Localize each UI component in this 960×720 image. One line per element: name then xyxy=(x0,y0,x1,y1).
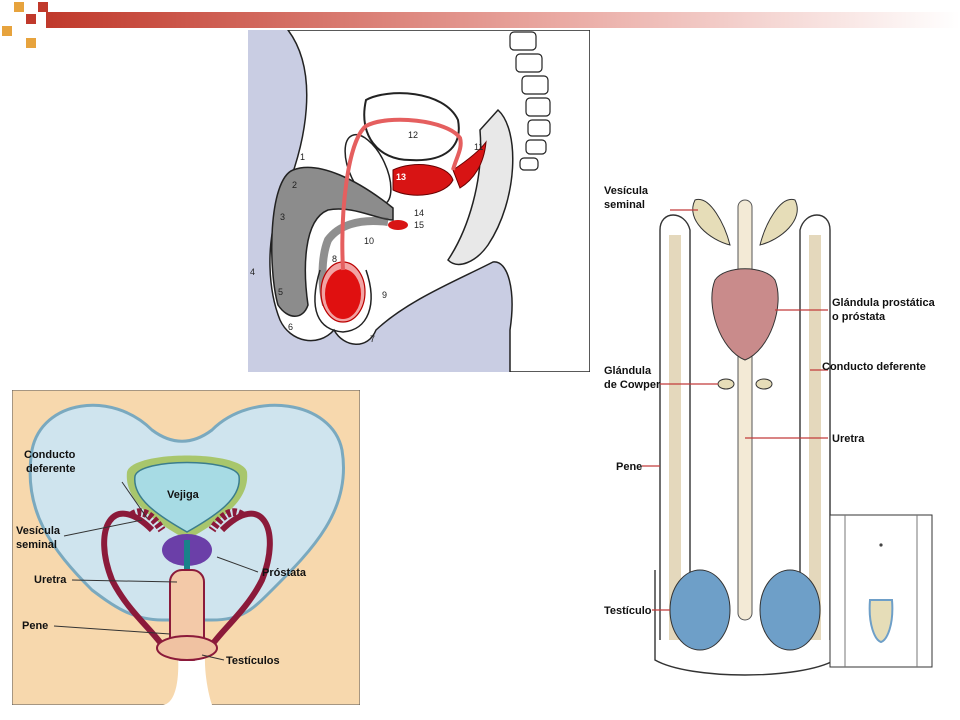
number-10: 10 xyxy=(364,236,374,246)
label-testiculo: Testículo xyxy=(604,605,652,617)
number-13: 13 xyxy=(396,172,406,182)
number-3: 3 xyxy=(280,212,285,222)
number-15: 15 xyxy=(414,220,424,230)
vas-deferens-loop xyxy=(340,117,463,271)
logo-square-3 xyxy=(2,26,12,36)
bladder xyxy=(134,461,240,533)
leader-lines xyxy=(53,481,259,661)
label-pene: Pene xyxy=(616,461,642,473)
testes xyxy=(156,635,218,661)
urethra-tube xyxy=(737,199,753,621)
testicle-left xyxy=(669,569,731,651)
label-vejiga: Vejiga xyxy=(167,489,200,501)
vas-deferens-left xyxy=(101,510,165,647)
label-prostata: Próstata xyxy=(262,567,307,579)
cowper-gland-right xyxy=(755,378,773,390)
scrotum xyxy=(314,269,372,333)
number-7: 7 xyxy=(370,334,375,344)
bladder-outline xyxy=(363,92,460,162)
logo-square-4 xyxy=(26,38,36,48)
testis-red xyxy=(325,269,361,319)
label-uretra: Uretra xyxy=(34,574,67,586)
number-1: 1 xyxy=(300,152,305,162)
number-6: 6 xyxy=(288,322,293,332)
label-conducto-deferente: Conducto deferente xyxy=(822,361,926,373)
logo-square-5 xyxy=(38,2,48,12)
number-12: 12 xyxy=(408,130,418,140)
label-pene: Pene xyxy=(22,620,48,632)
inset-body-outline xyxy=(844,515,918,667)
logo-square-1 xyxy=(14,2,24,12)
cowper-gland-left xyxy=(717,378,735,390)
testicle-right xyxy=(759,569,821,651)
penis-corpus xyxy=(271,166,394,317)
vas-deferens-right xyxy=(209,510,273,647)
seminal-vesicle-red xyxy=(452,140,487,189)
logo-square-2 xyxy=(26,14,36,24)
vas-deferens-tubes xyxy=(659,214,831,640)
inset-organs xyxy=(868,599,894,644)
number-9: 9 xyxy=(382,290,387,300)
leader-lines xyxy=(642,209,828,611)
title-bar xyxy=(2,2,960,48)
sagittal-diagram: 1 2 3 4 5 6 7 8 9 10 11 12 13 14 15 xyxy=(248,30,590,372)
number-14: 14 xyxy=(414,208,424,218)
label-testiculos: Testículos xyxy=(226,655,280,667)
number-5: 5 xyxy=(278,287,283,297)
prostate-red xyxy=(392,164,454,196)
seminal-vesicle-right xyxy=(208,508,245,533)
scrotum xyxy=(654,570,836,676)
title-bar-stripe xyxy=(46,12,960,28)
number-8: 8 xyxy=(332,254,337,264)
spine xyxy=(509,31,551,171)
label-uretra: Uretra xyxy=(832,433,865,445)
cowper-gland-red xyxy=(388,220,408,230)
inset-navel xyxy=(879,543,883,547)
seminal-vesicle-left xyxy=(129,508,166,533)
seminal-vesicle-left xyxy=(692,199,731,246)
rectum xyxy=(447,108,514,266)
number-11: 11 xyxy=(474,142,483,152)
number-4: 4 xyxy=(250,267,255,277)
seminal-vesicle-right xyxy=(759,199,798,246)
prostate xyxy=(711,268,779,361)
number-2: 2 xyxy=(292,180,297,190)
